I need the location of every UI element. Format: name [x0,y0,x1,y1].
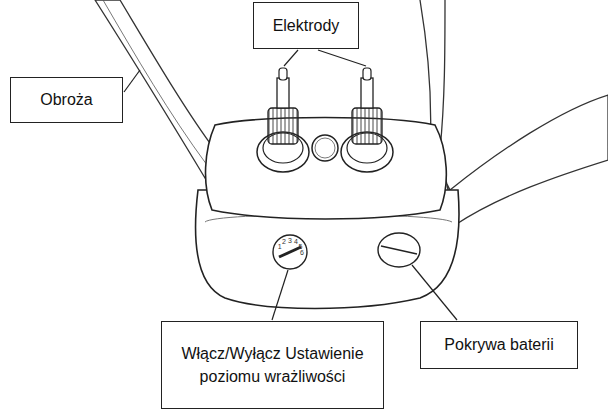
electrode [341,68,393,172]
receiver-top [206,118,447,220]
sensitivity-dial [273,235,307,269]
dial-number: 2 [282,238,286,245]
leader-line [124,50,457,320]
battery-cover [378,233,420,267]
callout-box: Włącz/Wyłącz Ustawienie poziomu wrażliwo… [161,321,384,409]
callout-text: Włącz/Wyłącz Ustawienie poziomu wrażliwo… [170,342,375,388]
callout-text: Elektrody [273,14,340,37]
center-ring [315,138,335,158]
callout-box: Elektrody [253,2,359,49]
dial-number: 6 [300,249,304,256]
dial-number: 4 [294,238,298,245]
dial-number: 1 [278,243,282,250]
callout-box: Obroża [10,77,123,123]
dial-number: 3 [288,237,292,244]
callout-text: Pokrywa baterii [444,333,553,356]
dial-number: 5 [298,243,302,250]
center-ring [312,135,338,161]
callout-text: Obroża [40,88,92,111]
callout-box: Pokrywa baterii [420,321,578,369]
electrode [257,68,309,172]
